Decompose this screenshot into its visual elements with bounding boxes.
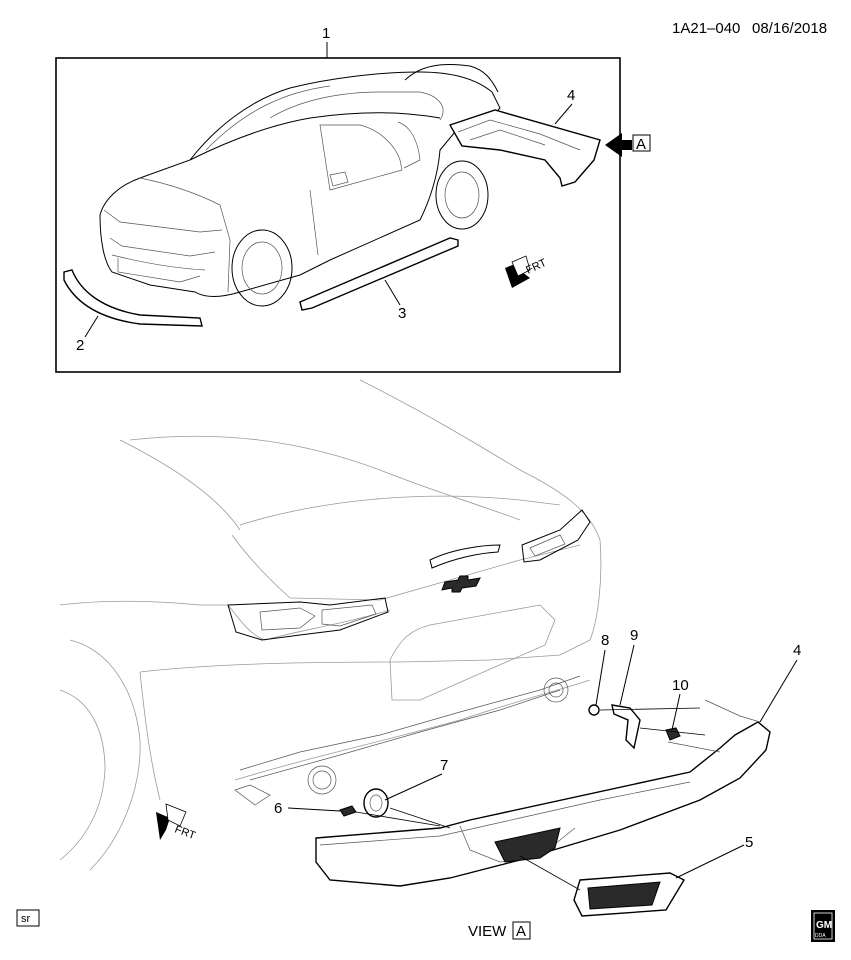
callout-5-leader [675,844,745,879]
view-a-box [632,134,651,152]
callout-6-leader [287,807,341,812]
view-a-arrow [605,133,632,157]
grommet-part-7 [363,788,389,818]
rear-fascia [234,675,591,806]
callout-4-top-leader [554,103,573,125]
callout-10: 10 [672,677,689,694]
rear-vehicle-body [59,379,602,871]
callout-10-leader [671,693,681,731]
svg-text:GM: GM [816,920,832,931]
front-splitter-part-2 [63,269,203,327]
inset-frame [55,57,621,373]
screw-part-6 [339,805,357,817]
center-spoiler-light [429,544,501,569]
rear-diffuser-part-4-top [448,109,601,187]
doc-id: 1A21–040 [672,20,740,37]
svg-text:FRT: FRT [173,824,197,843]
sr-label: sr [21,913,31,925]
bracket-part-9 [611,704,641,750]
callout-1: 1 [322,25,330,42]
svg-text:FRT: FRT [524,257,549,277]
callout-4-bottom: 4 [793,642,801,659]
frt-indicator-bottom: FRT [156,803,197,843]
callout-8: 8 [601,632,609,649]
alignment-lines [355,707,706,891]
callout-5: 5 [745,834,753,851]
nut-part-8 [588,704,600,716]
view-a-arrow-letter: A [636,136,646,153]
callout-9: 9 [630,627,638,644]
view-letter: A [516,923,526,940]
callout-2-leader [84,315,99,338]
view-letter-box [512,921,531,940]
callout-3: 3 [398,305,406,322]
camaro-vehicle [99,64,501,307]
rear-diffuser-part-4 [315,699,771,887]
tail-light-left [227,597,389,641]
callout-2: 2 [76,337,84,354]
tail-light-right [521,509,591,563]
gm-logo: GM DDA [811,910,835,942]
doc-date: 08/16/2018 [752,20,827,37]
clip-part-10 [665,727,681,741]
callout-7-leader [384,773,443,801]
rocker-molding-part-3 [299,237,459,311]
callout-3-leader [384,279,401,306]
svg-text:DDA: DDA [815,933,826,939]
callout-8-leader [595,649,606,706]
callout-9-leader [619,644,635,706]
view-label: VIEW [468,923,507,940]
callout-7: 7 [440,757,448,774]
bowtie-emblem [441,575,481,593]
sr-box [16,909,40,927]
callout-4-top: 4 [567,87,575,104]
callout-6: 6 [274,800,282,817]
exhaust-tip-part-5 [573,872,685,917]
frt-indicator-top: FRT [505,255,549,288]
callout-4-bottom-leader [759,659,798,723]
